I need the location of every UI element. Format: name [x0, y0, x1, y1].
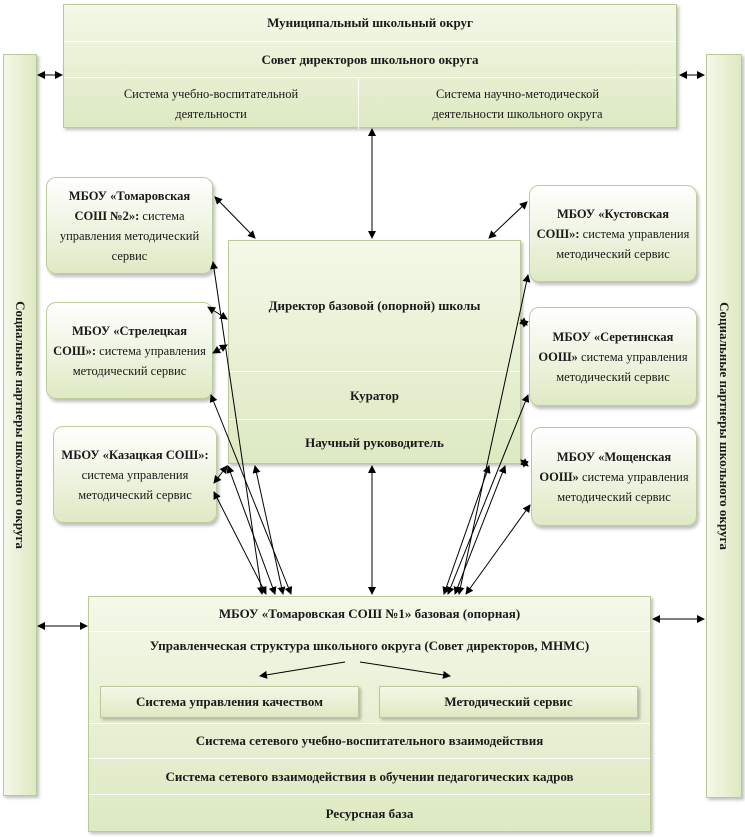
municipal-district-title: Муниципальный школьный округ [267, 15, 473, 30]
scientific-supervisor-row: Научный руководитель [229, 419, 520, 465]
arrow-school2-center-2 [212, 344, 228, 354]
methodical-service-box: Методический сервис [379, 686, 638, 718]
arrow-school4-bottom [456, 274, 531, 595]
school-description: система управления методический сервис [78, 467, 192, 502]
arrow-school6-center [520, 458, 529, 468]
arrow-school5-center [519, 317, 529, 328]
arrow-structure-method [359, 661, 451, 679]
arrow-school4-center [488, 201, 528, 239]
council-row: Совет директоров школьного округа [64, 41, 676, 77]
school-name: МБОУ «Томаровская СОШ №2»: [68, 188, 191, 223]
school-name: МБОУ «Стрелецкая СОШ»: [53, 323, 187, 358]
network-training-row: Система сетевого взаимодействия в обучен… [89, 758, 650, 794]
school-name: МБОУ «Мощенская ООШ» [539, 449, 672, 484]
educational-system-cell: Система учебно-воспитательной деятельнос… [64, 77, 358, 129]
arrow-school1-center [214, 196, 256, 239]
school-box-tomarovka-2: МБОУ «Томаровская СОШ №2»: система управ… [46, 177, 213, 274]
school-box-kazatskaya: МБОУ «Казацкая СОШ»: система управления … [53, 426, 217, 523]
arrow-school3-bottom [213, 491, 267, 595]
arrow-school2-center [207, 306, 228, 320]
director-row: Директор базовой (опорной) школы [268, 298, 481, 313]
management-structure-row: Управленческая структура школьного округ… [89, 631, 650, 659]
school-description: система управления методический сервис [556, 349, 688, 384]
methodical-system-cell: Система научно-методической деятельности… [358, 77, 676, 129]
quality-management-box: Система управления качеством [100, 686, 359, 718]
school-name: МБОУ «Казацкая СОШ»: [61, 447, 209, 462]
base-school-title: МБОУ «Томаровская СОШ №1» базовая (опорн… [218, 606, 521, 621]
social-partners-left: Социальные партнеры школьного округа [3, 54, 37, 796]
network-education-row: Система сетевого учебно-воспитательного … [89, 723, 650, 758]
arrow-school1-bottom [210, 261, 265, 595]
school-box-moshchenskaya: МБОУ «Мощенская ООШ» система управления … [531, 427, 697, 526]
school-description: система управления методический сервис [557, 469, 689, 504]
school-description: система управления методический сервис [59, 208, 200, 263]
school-description: система управления методический сервис [556, 226, 690, 261]
arrow-center-bottom-l1 [226, 465, 277, 595]
arrow-structure-quality [259, 661, 346, 679]
arrow-school3-center [213, 465, 228, 484]
school-name: МБОУ «Серетинская ООШ» [538, 329, 674, 364]
school-name: МБОУ «Кустовская СОШ»: [536, 206, 670, 241]
school-box-seretinskaya: МБОУ «Серетинская ООШ» система управлени… [529, 307, 697, 406]
social-partners-right: Социальные партнеры школьного округа [706, 54, 742, 798]
school-description: система управления методический сервис [72, 343, 206, 378]
bottom-block: МБОУ «Томаровская СОШ №1» базовая (опорн… [88, 596, 651, 832]
resource-base-row: Ресурсная база [89, 794, 650, 833]
top-block: Муниципальный школьный округ Совет дирек… [63, 4, 677, 129]
curator-row: Куратор [229, 371, 520, 419]
school-box-kustovskaya: МБОУ «Кустовская СОШ»: система управлени… [529, 185, 697, 282]
